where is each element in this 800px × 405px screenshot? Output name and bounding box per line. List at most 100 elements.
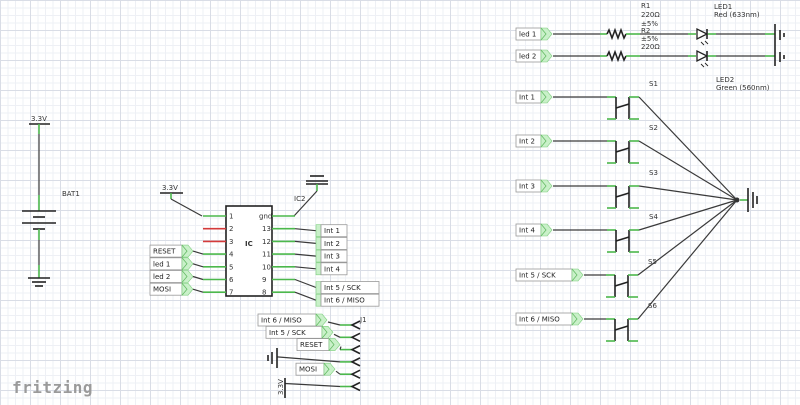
net-label-led-2[interactable]: led 2 bbox=[515, 49, 553, 63]
switch-ground-icon bbox=[734, 188, 758, 212]
net-label-text: led 2 bbox=[153, 273, 170, 281]
switch-s5[interactable]: Int 5 / SCK S5 bbox=[515, 199, 738, 298]
net-label-int-5-sck[interactable]: Int 5 / SCK bbox=[515, 268, 584, 282]
net-label-text: Int 1 bbox=[324, 227, 340, 235]
led-circuit-2[interactable]: led 2 bbox=[515, 49, 775, 68]
ic-pin-number: 4 bbox=[229, 251, 234, 259]
net-label-int-1[interactable]: Int 1 bbox=[315, 224, 348, 238]
led-diode-icon bbox=[696, 27, 709, 46]
connector-ref-label: J1 bbox=[359, 316, 367, 324]
switch-lever-icon bbox=[615, 192, 630, 198]
net-label-led-1[interactable]: led 1 bbox=[515, 27, 553, 41]
net-label-int-3[interactable]: Int 3 bbox=[315, 249, 348, 263]
switch-s2[interactable]: Int 2 S2 bbox=[515, 124, 738, 201]
j1-net-int-6-miso[interactable]: Int 6 / MISO bbox=[257, 313, 328, 327]
net-label-text: Int 6 / MISO bbox=[324, 297, 365, 305]
net-label-text: Int 6 / MISO bbox=[261, 317, 302, 325]
led-label: Red (633nm) bbox=[714, 11, 760, 19]
net-label-mosi[interactable]: MOSI bbox=[149, 282, 194, 296]
switch-ref-label: S3 bbox=[649, 169, 658, 177]
switch-lever-icon bbox=[615, 236, 630, 242]
net-label-text: RESET bbox=[300, 341, 323, 349]
net-label-int-4[interactable]: Int 4 bbox=[315, 262, 348, 276]
j1-net-reset[interactable]: RESET bbox=[296, 338, 341, 352]
led-ground-icon bbox=[774, 24, 785, 66]
ground-icon bbox=[28, 277, 50, 287]
net-label-text: Int 4 bbox=[519, 227, 535, 235]
j1-net-int-5-sck[interactable]: Int 5 / SCK bbox=[265, 325, 334, 339]
net-label-text: Int 6 / MISO bbox=[519, 316, 560, 324]
net-label-int-6-miso[interactable]: Int 6 / MISO bbox=[515, 312, 584, 326]
ic-pin-number: gnd bbox=[259, 213, 272, 221]
ic-pin-number: 3 bbox=[229, 238, 233, 246]
led-label: Green (560nm) bbox=[716, 84, 770, 92]
resistor-label: 220Ω bbox=[641, 43, 660, 51]
ic-pin-number: 7 bbox=[229, 289, 233, 297]
switch-s3[interactable]: Int 3 S3 bbox=[515, 169, 738, 209]
net-label-text: Int 4 bbox=[324, 265, 340, 273]
net-label-int-2[interactable]: Int 2 bbox=[315, 236, 348, 250]
switch-lever-icon bbox=[614, 281, 629, 287]
led-circuit-1[interactable]: led 1 bbox=[515, 27, 775, 46]
j1-ground-icon bbox=[267, 348, 278, 368]
net-label-int-3[interactable]: Int 3 bbox=[515, 179, 553, 193]
switch-s4[interactable]: Int 4 S4 bbox=[515, 199, 738, 253]
switch-s6[interactable]: Int 6 / MISO S6 bbox=[515, 199, 738, 342]
ic-pin-number: 6 bbox=[229, 276, 234, 284]
ic-pin-number: 8 bbox=[262, 289, 266, 297]
ic-pin-number: 1 bbox=[229, 213, 233, 221]
j1-net-mosi[interactable]: MOSI bbox=[295, 362, 336, 376]
switch-lever-icon bbox=[615, 103, 630, 109]
net-label-text: led 2 bbox=[519, 53, 536, 61]
net-label-text: Int 5 / SCK bbox=[324, 284, 361, 292]
net-label-int-4[interactable]: Int 4 bbox=[515, 223, 553, 237]
ic-pin-number: 13 bbox=[262, 225, 271, 233]
net-label-led-1[interactable]: led 1 bbox=[149, 257, 194, 271]
net-label-text: MOSI bbox=[153, 286, 171, 294]
net-label-text: MOSI bbox=[299, 366, 317, 374]
ic-ref-label: IC2 bbox=[294, 195, 305, 203]
net-label-int-5-sck[interactable]: Int 5 / SCK bbox=[315, 281, 380, 294]
resistor-label: ±5% bbox=[641, 20, 658, 28]
net-label-int-1[interactable]: Int 1 bbox=[515, 90, 553, 104]
net-label-text: Int 5 / SCK bbox=[519, 272, 556, 280]
net-label-text: led 1 bbox=[153, 260, 170, 268]
switch-lever-icon bbox=[615, 147, 630, 153]
resistor-label: ±5% bbox=[641, 35, 658, 43]
net-label-text: Int 3 bbox=[324, 253, 340, 261]
ic-vcc-label: 3.3V bbox=[162, 184, 178, 192]
led-diode-icon bbox=[696, 49, 709, 68]
net-label-led-2[interactable]: led 2 bbox=[149, 270, 194, 283]
switch-ref-label: S5 bbox=[648, 258, 657, 266]
net-label-reset[interactable]: RESET bbox=[149, 244, 194, 258]
resistor-label: 220Ω bbox=[641, 11, 660, 19]
ic-pin-number: 10 bbox=[262, 263, 271, 271]
ic-pin-number: 2 bbox=[229, 225, 233, 233]
battery-bat1[interactable]: 3.3V BAT1 bbox=[22, 115, 80, 287]
resistor-label: R1 bbox=[641, 2, 650, 10]
net-label-int-6-miso[interactable]: Int 6 / MISO bbox=[315, 293, 380, 307]
resistor-icon bbox=[606, 49, 627, 63]
switch-lever-icon bbox=[614, 325, 629, 331]
ic-pin-number: 11 bbox=[262, 251, 271, 259]
battery-vcc-label: 3.3V bbox=[31, 115, 47, 123]
resistor-label: R2 bbox=[641, 27, 650, 35]
led-label: LED1 bbox=[714, 3, 732, 11]
switch-ref-label: S6 bbox=[648, 302, 657, 310]
ic-pin-number: 5 bbox=[229, 263, 233, 271]
switch-s1[interactable]: Int 1 S1 bbox=[515, 80, 738, 201]
net-label-text: Int 3 bbox=[519, 183, 535, 191]
ic-body bbox=[225, 205, 273, 297]
net-label-text: Int 5 / SCK bbox=[269, 329, 306, 337]
net-label-int-2[interactable]: Int 2 bbox=[515, 134, 553, 148]
switch-ref-label: S4 bbox=[649, 213, 658, 221]
switch-ref-label: S2 bbox=[649, 124, 658, 132]
ic-body-label: IC bbox=[245, 240, 253, 248]
switch-ref-label: S1 bbox=[649, 80, 658, 88]
ic2[interactable]: 3.3V IC2 IC 1 2 3 4 RESET 5 led 1 6 led 2 7 MOSI g… bbox=[149, 175, 380, 307]
net-label-text: led 1 bbox=[519, 31, 536, 39]
